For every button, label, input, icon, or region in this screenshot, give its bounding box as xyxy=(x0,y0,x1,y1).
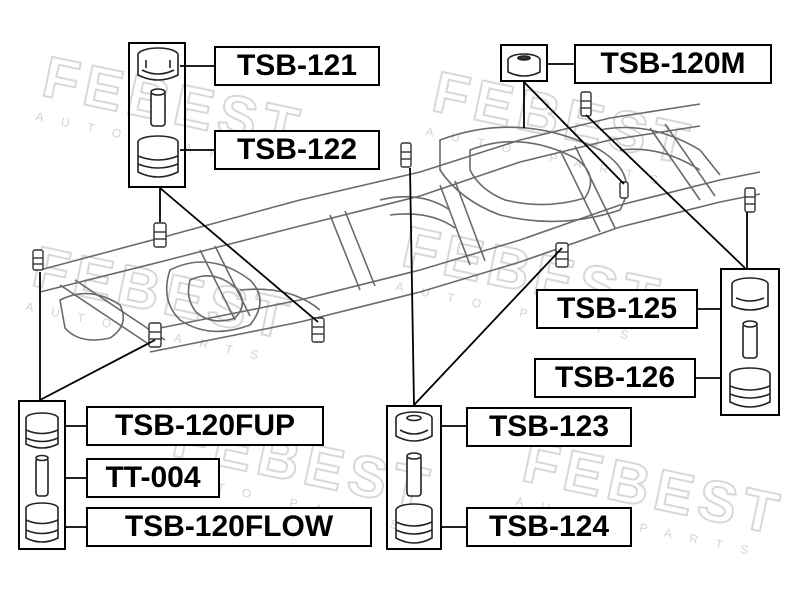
group-box-tsb-125-126 xyxy=(720,268,780,416)
bushing-icon-tsb-122 xyxy=(137,135,179,178)
bushing-icon-tsb-120m xyxy=(507,53,541,77)
group-box-tsb-120m xyxy=(500,44,548,82)
part-label-tsb-120flow: TSB-120FLOW xyxy=(86,507,372,547)
bushing-icon-tsb-121 xyxy=(137,47,179,81)
sleeve-icon-tsb-125 xyxy=(742,320,758,359)
part-label-tsb-125: TSB-125 xyxy=(536,289,698,329)
part-label-tsb-120m: TSB-120M xyxy=(574,44,772,84)
part-label-tsb-122: TSB-122 xyxy=(214,130,380,170)
bushing-icon-tsb-120fup xyxy=(25,412,59,449)
part-label-tt-004: TT-004 xyxy=(86,458,220,498)
frame-chassis xyxy=(39,103,761,353)
part-label-tsb-126: TSB-126 xyxy=(534,358,696,398)
bushing-icon-tsb-125 xyxy=(731,277,769,311)
part-label-tsb-123: TSB-123 xyxy=(466,407,632,447)
part-label-tsb-121: TSB-121 xyxy=(214,46,380,86)
bushing-icon-tsb-123 xyxy=(395,411,433,442)
group-box-tsb-121-122 xyxy=(128,42,186,188)
sleeve-icon-tsb-121 xyxy=(150,88,166,127)
sleeve-icon-tt-004 xyxy=(35,454,49,497)
sleeve-icon-tsb-123 xyxy=(406,452,422,497)
group-box-tsb-120fup-flow xyxy=(18,400,66,550)
group-box-tsb-123-124 xyxy=(386,405,442,550)
part-label-tsb-124: TSB-124 xyxy=(466,507,632,547)
part-label-tsb-120fup: TSB-120FUP xyxy=(86,406,324,446)
bushing-icon-tsb-126 xyxy=(729,367,771,408)
bushing-icon-tsb-124 xyxy=(395,503,433,544)
bushing-icon-tsb-120flow xyxy=(25,502,59,543)
